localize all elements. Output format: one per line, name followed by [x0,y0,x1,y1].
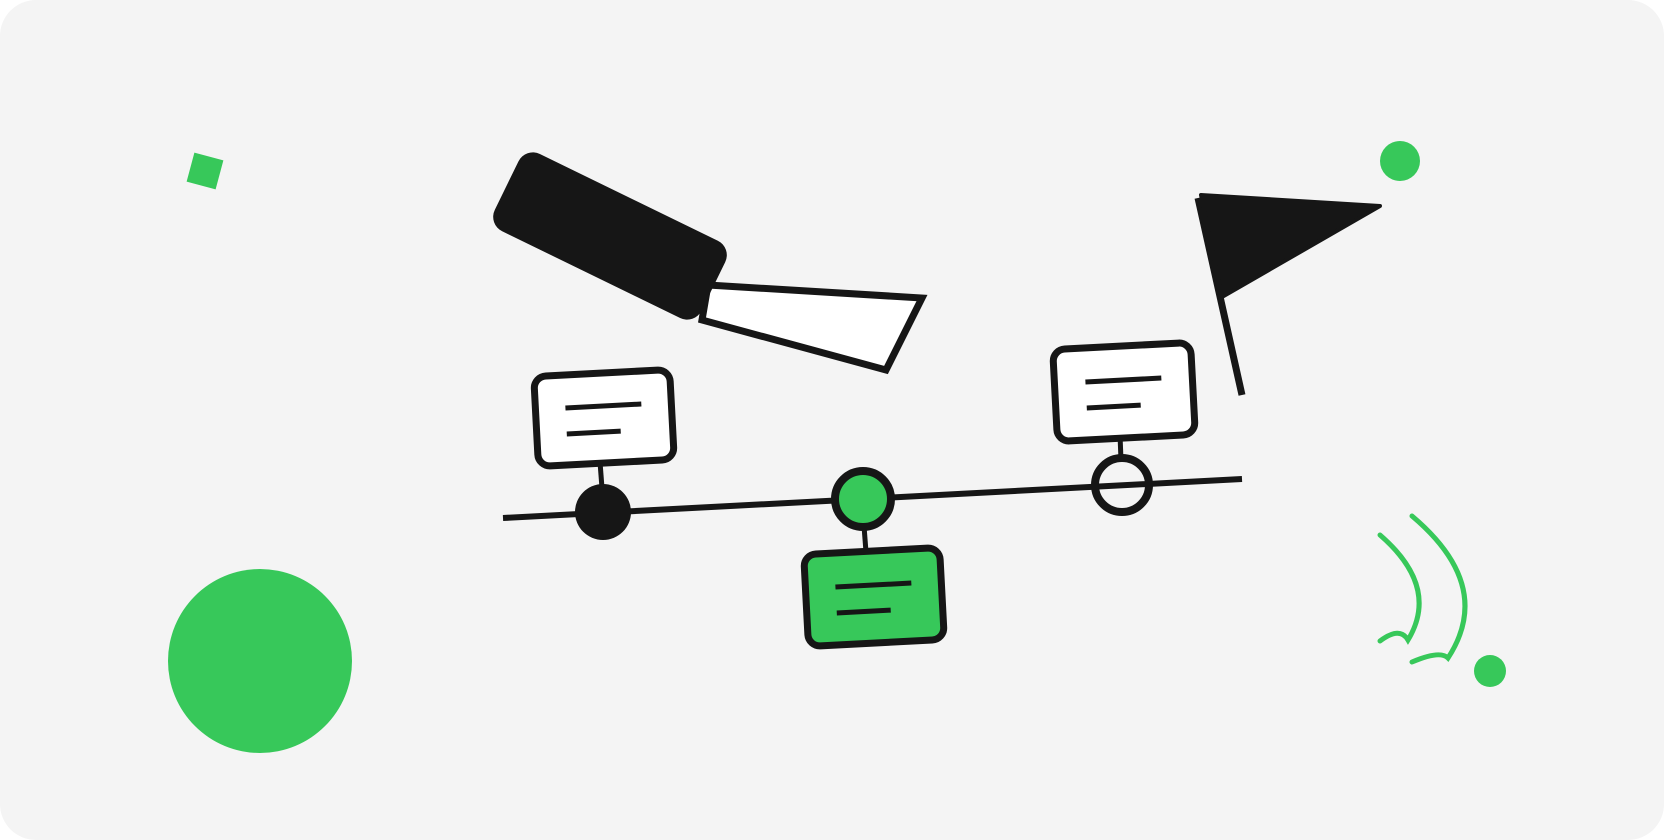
milestone-3 [1049,339,1199,516]
sound-waves-icon [1377,513,1468,665]
large-green-circle-decoration [168,569,352,753]
megaphone-cone [698,281,928,375]
megaphone-icon [493,152,928,375]
milestone-card [1049,339,1199,445]
green-square-decoration [186,152,224,190]
milestone-2 [800,467,948,650]
milestone-marker [575,484,631,540]
milestone-1 [530,366,678,540]
milestone-marker [831,467,895,531]
flag-icon [1194,193,1382,396]
small-green-dot-decoration [1380,141,1420,181]
milestone-card [530,366,678,470]
tiny-green-dot-decoration [1474,655,1506,687]
milestone-marker [1091,454,1153,516]
milestone-card [800,544,948,650]
megaphone-handle [493,152,727,320]
flag-cloth [1199,193,1382,299]
